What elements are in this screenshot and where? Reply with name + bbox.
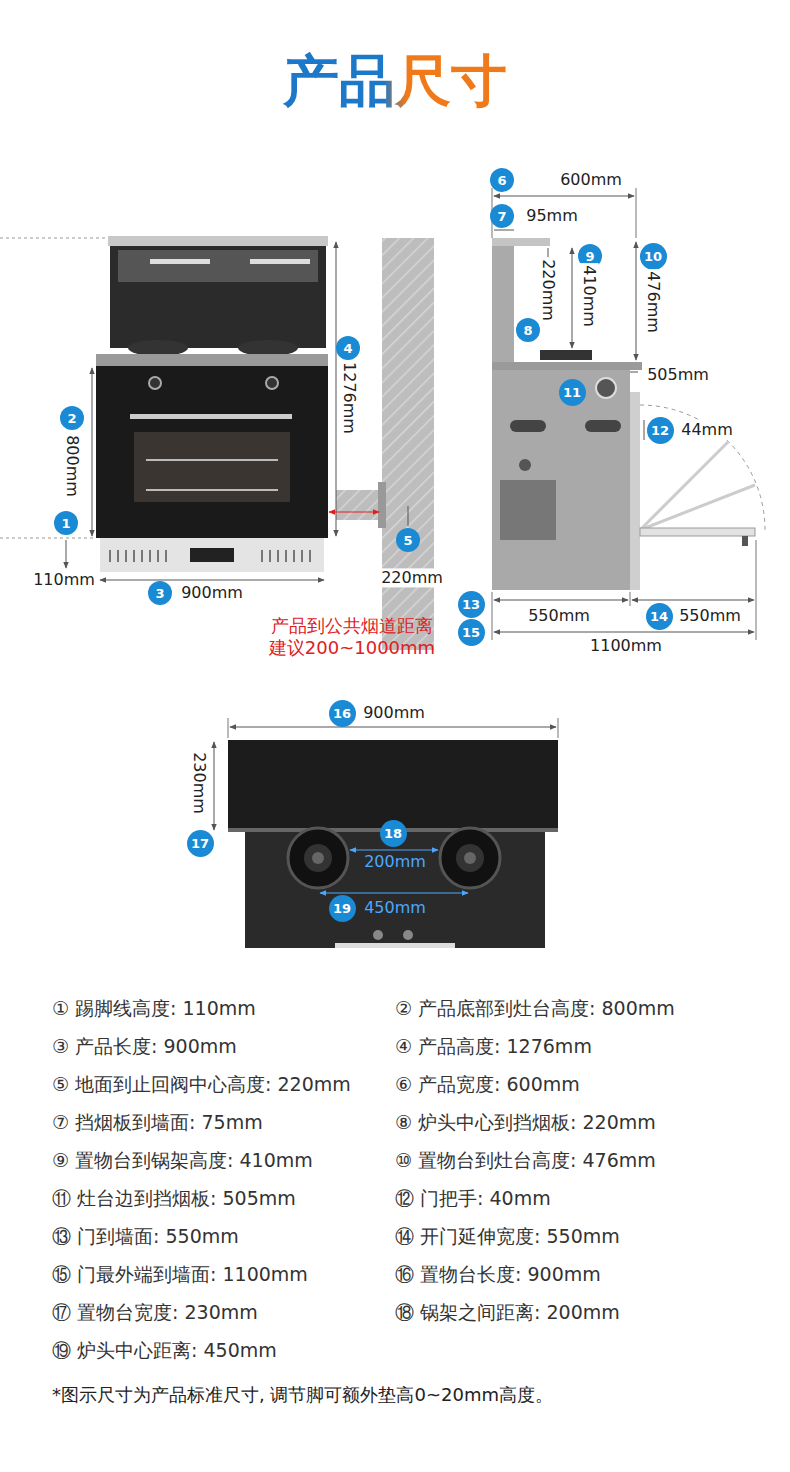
spec-item: ② 产品底部到灶台高度: 800mm [395,997,675,1020]
callout-number: 12 [647,417,674,444]
callout-text: 6 [497,174,506,187]
dimension-label: 410mm [579,263,598,329]
callout-text: 2 [67,412,76,425]
spec-item: ⑪ 灶台边到挡烟板: 505mm [52,1187,296,1210]
spec-item: ⑫ 门把手: 40mm [395,1187,551,1210]
callout-number: 13 [458,591,485,618]
callout-text: 16 [333,707,351,720]
dimension-label: 800mm [62,433,81,499]
callout-text: 8 [523,324,532,337]
callout-number: 15 [458,619,485,646]
callout-text: 9 [585,250,594,263]
dimension-label: 900mm [179,583,245,602]
callout-text: 1 [61,517,70,530]
callout-number: 6 [490,168,514,192]
spec-item: ⑭ 开门延伸宽度: 550mm [395,1225,620,1248]
dimension-label: 110mm [31,570,97,589]
spec-item: ⑨ 置物台到锅架高度: 410mm [52,1149,313,1172]
spec-item: ⑤ 地面到止回阀中心高度: 220mm [52,1073,351,1096]
callout-number: 10 [640,243,667,270]
callout-text: 15 [462,626,480,639]
spec-item: ⑰ 置物台宽度: 230mm [52,1301,258,1324]
callout-text: 14 [650,610,668,623]
callout-text: 7 [497,210,506,223]
callout-number: 16 [329,700,356,727]
spec-item: ⑩ 置物台到灶台高度: 476mm [395,1149,656,1172]
dimension-label: 450mm [362,898,428,917]
note-label: 产品到公共烟道距离 建议200~1000mm [260,615,444,658]
dimension-label: 550mm [526,606,592,625]
callout-text: 19 [333,902,351,915]
callout-number: 7 [490,204,514,228]
spec-item: ⑦ 挡烟板到墙面: 75mm [52,1111,263,1134]
spec-item: ⑯ 置物台长度: 900mm [395,1263,601,1286]
callout-number: 17 [187,830,214,857]
spec-item: ① 踢脚线高度: 110mm [52,997,256,1020]
callout-number: 5 [396,528,420,552]
spec-item: ⑬ 门到墙面: 550mm [52,1225,239,1248]
callout-text: 5 [403,534,412,547]
spec-item: ⑲ 炉头中心距离: 450mm [52,1339,277,1362]
footnote: *图示尺寸为产品标准尺寸, 调节脚可额外垫高0~20mm高度。 [52,1384,553,1406]
callout-text: 11 [563,386,581,399]
dimension-label: 1276mm [339,360,358,436]
spec-item: ⑱ 锅架之间距离: 200mm [395,1301,620,1324]
dimension-label: 1100mm [588,636,664,655]
dimension-label: 230mm [189,750,208,816]
callout-text: 10 [644,250,662,263]
callout-text: 17 [191,837,209,850]
callout-number: 1 [54,511,78,535]
spec-item: ③ 产品长度: 900mm [52,1035,237,1058]
callout-number: 11 [559,379,586,406]
dimension-label: 44mm [679,420,735,439]
callout-number: 8 [516,318,540,342]
callout-number: 4 [336,336,360,360]
spec-item: ⑧ 炉头中心到挡烟板: 220mm [395,1111,656,1134]
dimension-label: 476mm [643,269,662,335]
dimension-label: 505mm [645,365,711,384]
callout-text: 12 [651,424,669,437]
spec-item: ⑥ 产品宽度: 600mm [395,1073,580,1096]
callout-number: 14 [646,603,673,630]
callout-text: 18 [384,827,402,840]
dimension-label: 95mm [524,206,580,225]
callout-number: 18 [380,820,407,847]
dimension-label: 220mm [538,257,557,323]
dimension-label: 900mm [361,703,427,722]
spec-item: ④ 产品高度: 1276mm [395,1035,592,1058]
callout-number: 19 [329,895,356,922]
title-text: 产品尺寸 [283,48,507,113]
dimension-label: 600mm [558,170,624,189]
dimension-label: 220mm [379,568,445,587]
callout-text: 3 [155,587,164,600]
title-block: 产品尺寸 [0,44,790,120]
dimension-label: 550mm [677,606,743,625]
callout-text: 4 [343,342,352,355]
callout-number: 3 [148,581,172,605]
callout-text: 13 [462,598,480,611]
callout-number: 2 [60,406,84,430]
spec-item: ⑮ 门最外端到墙面: 1100mm [52,1263,308,1286]
dimension-label: 200mm [362,852,428,871]
